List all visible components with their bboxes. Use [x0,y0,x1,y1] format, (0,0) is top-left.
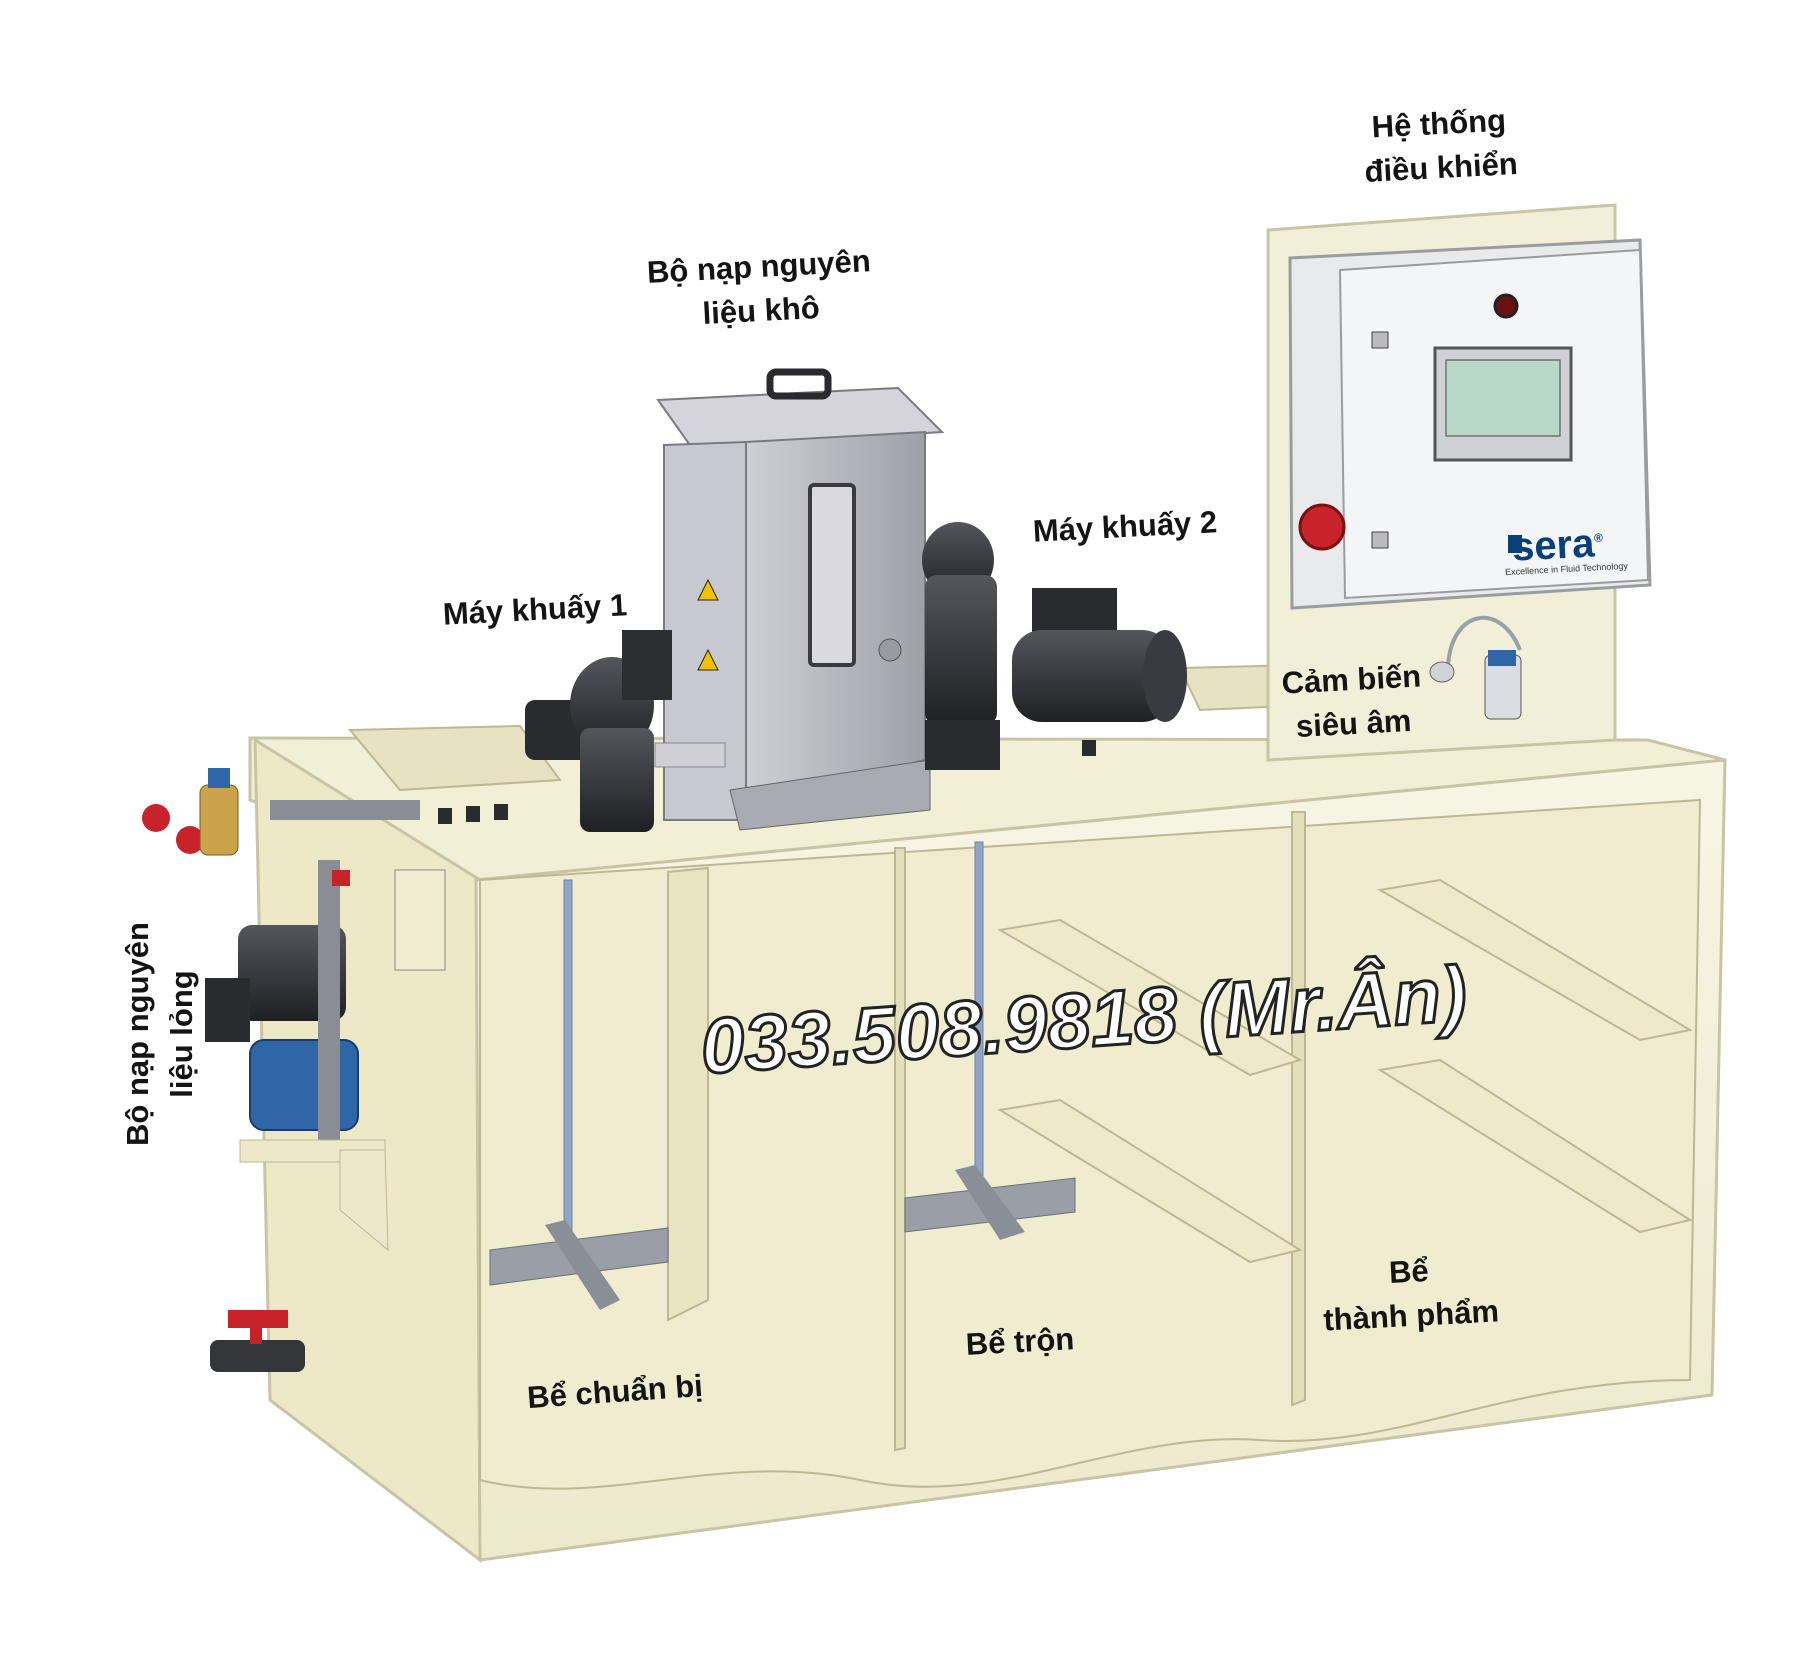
cabinet-hmi-screen [1445,359,1561,437]
hopper-window [808,483,856,667]
hopper-lid [656,386,945,450]
feeder-inlet-flange [394,869,446,971]
feeder-valve-1 [142,804,170,832]
mixer-1-shaft [654,742,726,768]
drain-handle [228,1310,288,1328]
feeder-red-valve [332,870,350,886]
label-mixing-tank: Bể trộn [964,1321,1076,1362]
ultrasonic-sensor [1429,615,1522,720]
agitator-2-blade-2 [955,1165,1025,1240]
baffle-mix-lower [997,1098,1303,1264]
feeder-motor-box [205,978,250,1042]
fitting-2 [466,806,480,822]
mixer-2-end [1143,630,1187,722]
fitting-1 [438,808,452,824]
brand-mark: ® [1593,530,1604,546]
agitator-1-shaft [563,879,573,1256]
label-product-tank: Bể thành phẩm [1298,1244,1522,1343]
cabinet-switch-2 [1371,531,1389,549]
baffle-product-upper [1377,878,1693,1042]
drain-stem [250,1322,262,1344]
agitator-1 [489,879,669,1310]
feeder-pipe [270,800,420,820]
feeder-regulator [199,784,239,856]
drain-pipe [210,1340,305,1372]
baffle-prep [667,866,709,1322]
control-cabinet [1266,203,1652,762]
feeder-pump-head [249,1039,359,1131]
partition-1 [894,847,906,1452]
cabinet-main-switch [1298,503,1346,551]
label-liquid-feeder: Bộ nạp nguyên liệu lỏng [116,904,204,1164]
sensor-cable [1446,615,1522,669]
sensor-plug [1429,661,1455,683]
mixer-1-drive [580,728,654,832]
fitting-4 [1082,740,1096,756]
label-sensor-line-2: siêu âm [1295,702,1413,744]
sera-logo-mark [1508,535,1522,553]
baffle-product-lower [1377,1058,1693,1234]
mixer-1 [525,630,726,832]
feeder-pipe-vertical [318,860,340,1160]
label-liquid-feeder-line-2: liệu lỏng [164,970,199,1098]
label-control-system: Hệ thống điều khiển [1338,97,1542,195]
hopper-warning-top [697,578,719,601]
mixer-2-base [925,720,1000,770]
mixer-2-gearmotor [1012,630,1172,722]
label-ultrasonic-sensor: Cảm biến siêu âm [1268,654,1437,751]
mixer-2-body [925,575,997,725]
deck-fittings [438,740,1096,824]
hopper-warning-bottom [697,648,719,671]
feeder-regulator-cap [208,768,230,788]
agitator-1-blade-2 [545,1220,620,1310]
hopper-handle [766,368,832,400]
tank [248,663,1727,1564]
feeder-bracket-plate [339,1149,389,1252]
fitting-3 [494,804,508,820]
drain-valve [210,1310,305,1372]
mixer-2 [922,522,1187,770]
agitator-2 [904,841,1076,1240]
label-dry-feeder: Bộ nạp nguyên liệu khô [628,238,892,339]
liquid-feeder [142,768,446,1252]
partition-2 [1291,811,1306,1407]
feeder-valve-2 [176,826,204,854]
dry-feeder [656,368,945,831]
sensor-head [1488,650,1516,666]
label-liquid-feeder-line-1: Bộ nạp nguyên [120,922,155,1146]
hopper-port [878,638,902,662]
hopper-frame [729,759,931,831]
cabinet-switch-1 [1371,331,1389,349]
baffle-mix-upper [997,918,1303,1077]
deck-opening-left [347,724,562,792]
cabinet-lamp [1493,293,1519,319]
mixer-1-bracket [622,630,672,700]
